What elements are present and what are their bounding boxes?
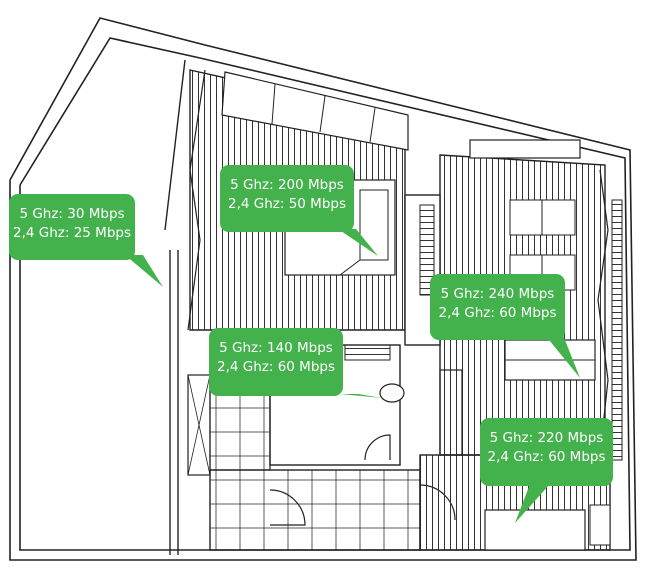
- speed-24ghz: 2,4 Ghz: 60 Mbps: [438, 305, 557, 321]
- speed-5ghz: 5 Ghz: 220 Mbps: [489, 430, 604, 446]
- outer-walls: [9, 17, 637, 561]
- speed-24ghz: 2,4 Ghz: 60 Mbps: [487, 449, 606, 465]
- speed-5ghz: 5 Ghz: 240 Mbps: [440, 286, 555, 302]
- speed-5ghz: 5 Ghz: 30 Mbps: [19, 206, 125, 222]
- bubble-tail-bottom: [515, 484, 550, 523]
- bubble-tail-middle: [340, 394, 382, 398]
- speed-5ghz: 5 Ghz: 140 Mbps: [219, 340, 333, 356]
- speed-label-middle: 5 Ghz: 140 Mbps 2,4 Ghz: 60 Mbps: [209, 328, 343, 396]
- speed-24ghz: 2,4 Ghz: 60 Mbps: [217, 359, 335, 375]
- speed-24ghz: 2,4 Ghz: 25 Mbps: [13, 225, 131, 241]
- speed-24ghz: 2,4 Ghz: 50 Mbps: [228, 196, 346, 212]
- entrance-floor: [187, 374, 456, 551]
- speed-5ghz: 5 Ghz: 200 Mbps: [230, 177, 344, 193]
- speed-label-left: 5 Ghz: 30 Mbps 2,4 Ghz: 25 Mbps: [9, 194, 135, 260]
- speed-label-bottom: 5 Ghz: 220 Mbps 2,4 Ghz: 60 Mbps: [480, 418, 613, 486]
- bubble-tails: [125, 229, 580, 523]
- speed-label-right: 5 Ghz: 240 Mbps 2,4 Ghz: 60 Mbps: [430, 274, 565, 340]
- bubble-tail-top: [338, 229, 378, 256]
- speed-label-top: 5 Ghz: 200 Mbps 2,4 Ghz: 50 Mbps: [220, 165, 354, 232]
- bubble-tail-right: [545, 335, 580, 378]
- bubble-tail-left: [125, 255, 163, 287]
- balcony-divider: [164, 59, 186, 555]
